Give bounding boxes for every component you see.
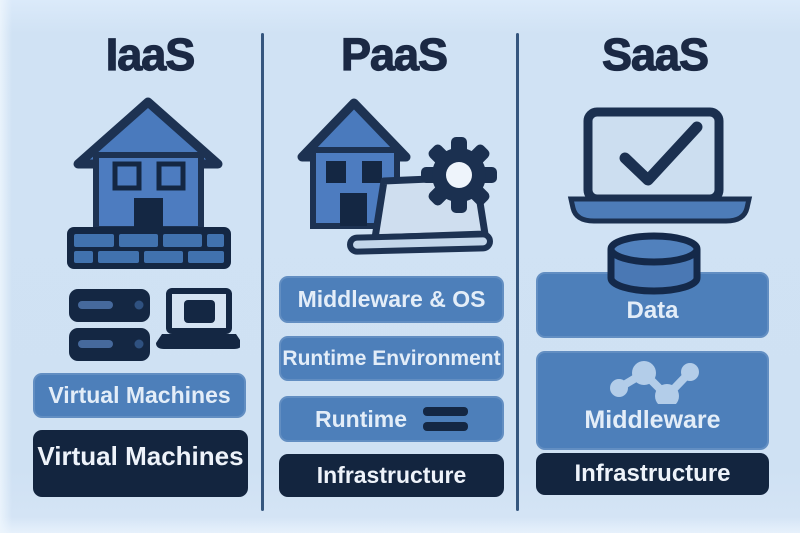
iaas-title: IaaS — [105, 29, 196, 80]
paas-layer-runtime: Runtime — [279, 396, 504, 442]
server-stack-icon — [69, 289, 150, 361]
paas-layer-middleware-os: Middleware & OS — [279, 276, 504, 323]
brick-pattern — [74, 234, 224, 263]
iaas-virtual-machines-dark-label: Virtual Machines — [37, 441, 244, 471]
paas-runtime-label: Runtime — [315, 405, 407, 432]
saas-title: SaaS — [601, 29, 709, 80]
molecule-icon — [609, 361, 699, 404]
database-cylinder-icon — [607, 232, 701, 295]
saas-layer-middleware: Middleware — [536, 351, 769, 450]
house-laptop-gear-icon — [297, 98, 497, 255]
paas-layer-infrastructure: Infrastructure — [279, 454, 504, 497]
saas-infrastructure-label: Infrastructure — [574, 460, 731, 487]
iaas-virtual-machines-label: Virtual Machines — [48, 382, 231, 408]
laptop-checkmark-icon — [567, 107, 753, 224]
column-divider-paas-saas — [516, 33, 519, 511]
column-divider-iaas-paas — [261, 33, 264, 511]
paas-layer-runtime-environment: Runtime Environment — [279, 336, 504, 381]
double-bars-icon — [423, 407, 468, 431]
iaas-layer-virtual-machines: Virtual Machines — [33, 373, 246, 418]
gear-icon — [421, 137, 497, 213]
paas-title: PaaS — [340, 29, 448, 80]
iaas-layer-virtual-machines-dark: Virtual Machines — [33, 430, 248, 497]
paas-runtime-environment-label: Runtime Environment — [282, 346, 501, 370]
house-on-brick-foundation-icon — [67, 97, 240, 361]
paas-infrastructure-label: Infrastructure — [316, 462, 467, 488]
saas-layer-infrastructure: Infrastructure — [536, 453, 769, 495]
saas-data-label: Data — [626, 297, 679, 324]
laptop-icon — [156, 288, 240, 349]
saas-middleware-label: Middleware — [584, 406, 721, 434]
paas-middleware-os-label: Middleware & OS — [297, 286, 486, 312]
